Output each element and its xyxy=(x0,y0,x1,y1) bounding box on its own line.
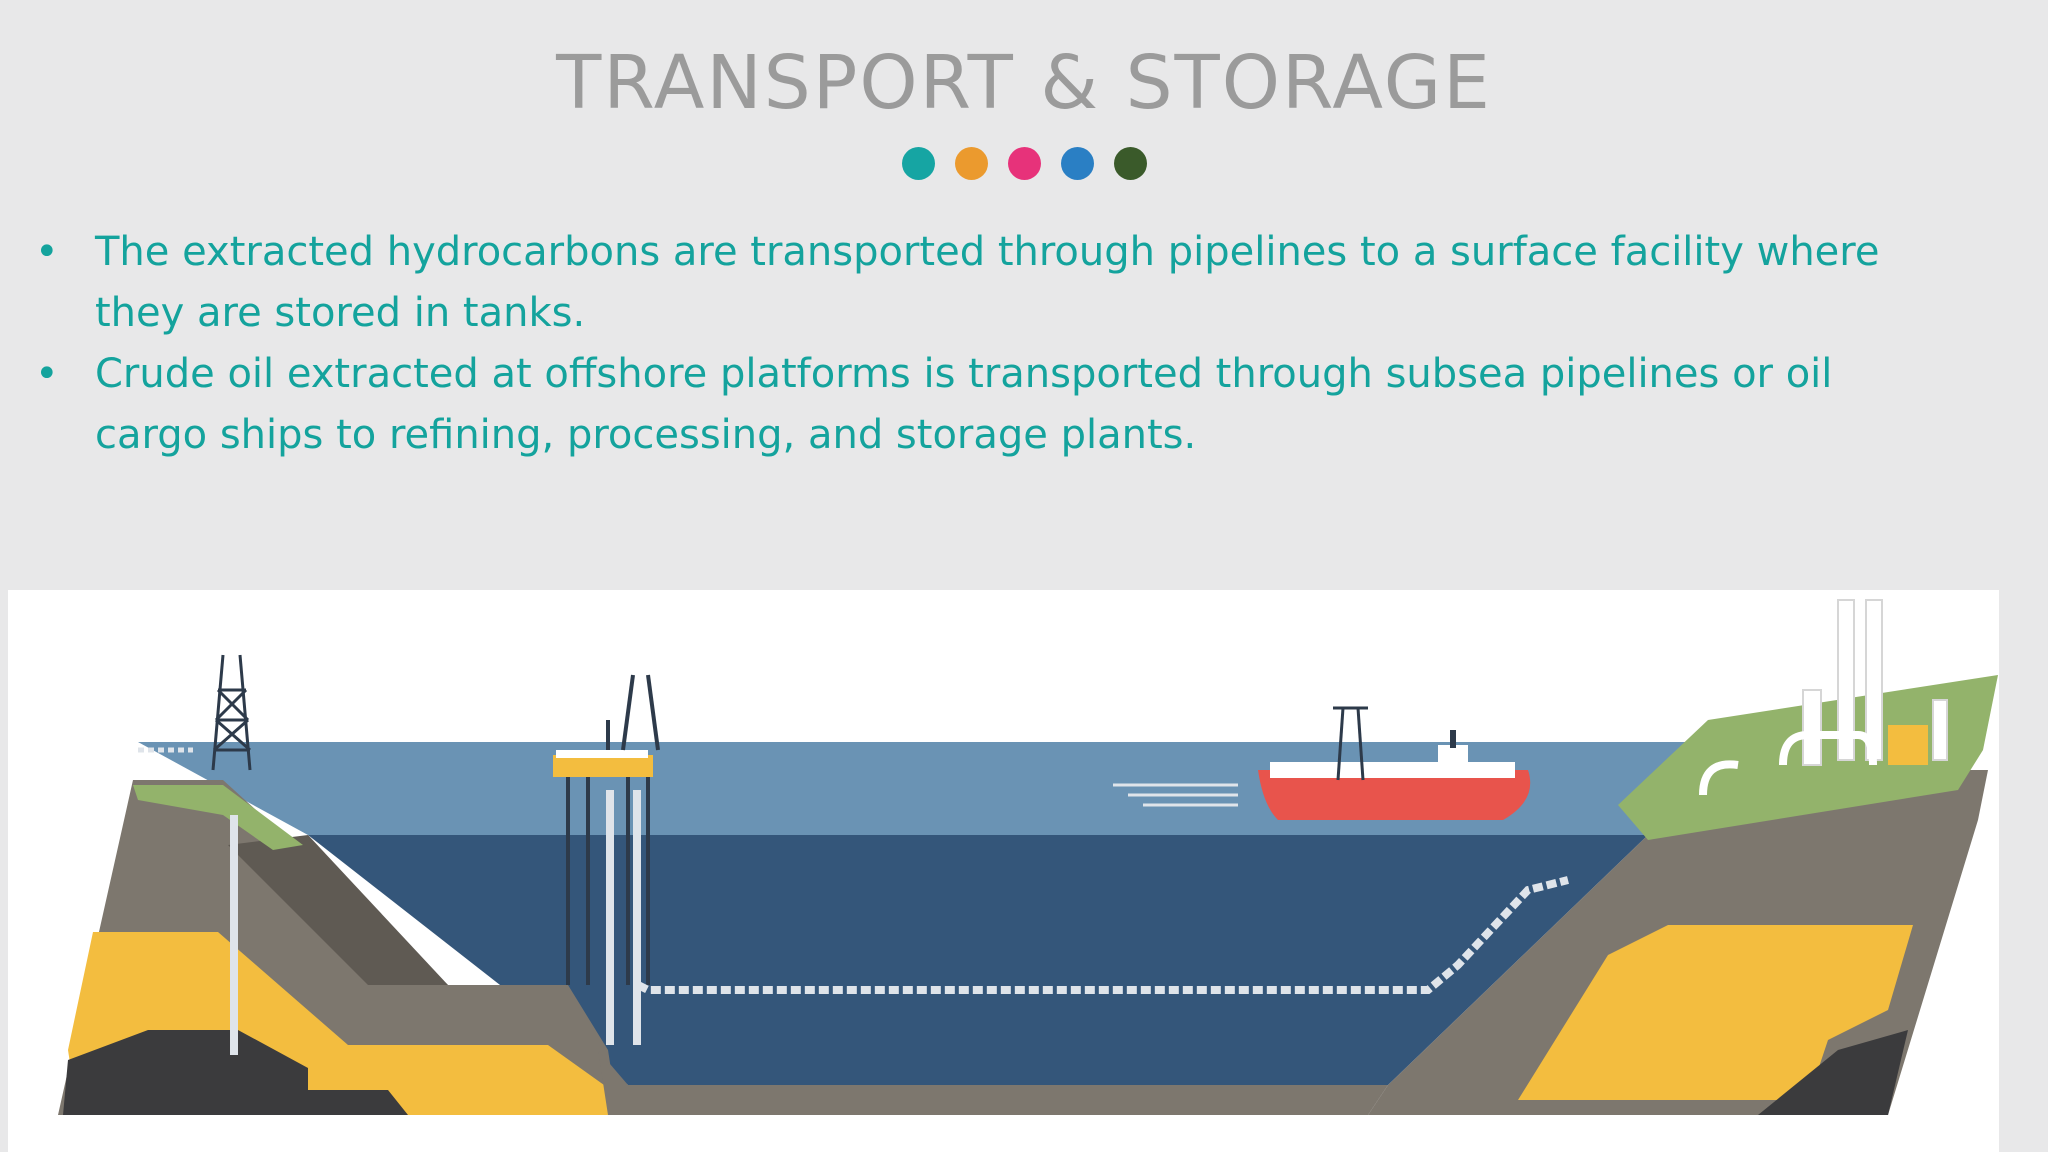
onshore-derrick-icon xyxy=(211,654,252,771)
bullet-icon: • xyxy=(35,351,59,397)
accent-dots xyxy=(0,147,2048,180)
subsea-pipeline-icon xyxy=(636,876,1569,994)
refinery-icon xyxy=(1699,599,1948,796)
illustration-canvas xyxy=(58,599,1998,1115)
left-rock-dark xyxy=(228,835,448,985)
ship-wake xyxy=(1113,783,1238,807)
oil-transport-illustration xyxy=(8,590,1999,1152)
seafloor-rock xyxy=(598,1050,1388,1115)
accent-dot-orange xyxy=(954,147,988,180)
right-oil-layer xyxy=(1518,925,1913,1100)
left-bedrock xyxy=(63,1030,408,1115)
right-bedrock xyxy=(1758,1030,1908,1115)
accent-dot-pink xyxy=(1007,147,1041,180)
left-grass xyxy=(133,785,303,850)
sea-deep xyxy=(308,835,1648,1085)
accent-dot-green xyxy=(1113,147,1147,180)
bullet-item: • Crude oil extracted at offshore platfo… xyxy=(35,344,1935,466)
bullet-icon: • xyxy=(35,229,59,275)
bullet-text: The extracted hydrocarbons are transport… xyxy=(95,229,1880,336)
offshore-platform-icon xyxy=(553,674,660,1045)
bullet-item: • The extracted hydrocarbons are transpo… xyxy=(35,222,1935,344)
well-casing xyxy=(230,815,238,1055)
slide-title: TRANSPORT & STORAGE xyxy=(556,40,1492,126)
accent-dot-blue xyxy=(1060,147,1094,180)
accent-dot-teal xyxy=(901,147,935,180)
oil-tanker-icon xyxy=(1258,706,1531,820)
bullet-list: • The extracted hydrocarbons are transpo… xyxy=(35,222,1935,466)
bullet-text: Crude oil extracted at offshore platform… xyxy=(95,351,1833,458)
